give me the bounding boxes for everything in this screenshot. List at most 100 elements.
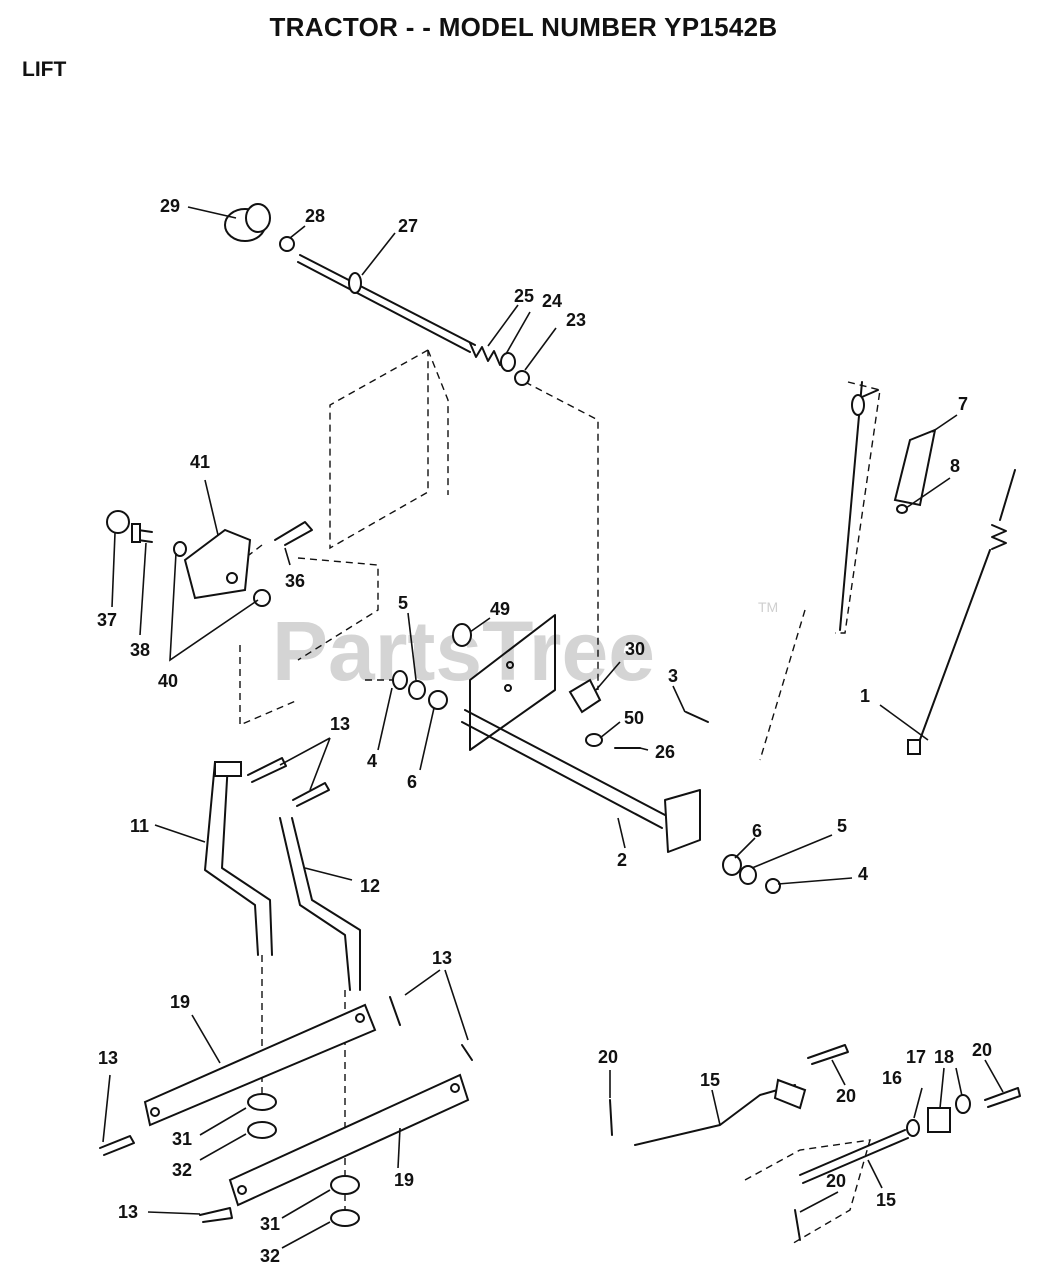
callout-6b: 6 bbox=[752, 821, 762, 841]
part-quadrant-41 bbox=[183, 528, 252, 600]
part-lift-link-11 bbox=[204, 761, 273, 956]
part-clip-20c bbox=[984, 1087, 1021, 1108]
part-bearing-6a bbox=[428, 690, 448, 710]
callout-19a: 19 bbox=[170, 992, 190, 1012]
callout-5a: 5 bbox=[398, 593, 408, 613]
callout-27: 27 bbox=[398, 216, 418, 236]
callout-32b: 32 bbox=[260, 1246, 280, 1266]
part-clip-13b bbox=[389, 996, 473, 1061]
callout-2: 2 bbox=[617, 850, 627, 870]
part-spring-25 bbox=[469, 342, 501, 366]
part-bolt-38 bbox=[131, 523, 153, 543]
part-pin-3 bbox=[685, 711, 709, 723]
part-rod-15b bbox=[799, 1129, 909, 1184]
part-rod-15a bbox=[634, 1078, 807, 1146]
callout-labels: 29 28 27 25 24 23 41 37 38 40 36 5 4 6 4… bbox=[97, 196, 992, 1266]
callout-8: 8 bbox=[950, 456, 960, 476]
callout-32a: 32 bbox=[172, 1160, 192, 1180]
part-nut-32a bbox=[247, 1121, 277, 1139]
callout-7: 7 bbox=[958, 394, 968, 414]
callout-26: 26 bbox=[655, 742, 675, 762]
part-lift-arm-19b bbox=[228, 1073, 470, 1207]
callout-36: 36 bbox=[285, 571, 305, 591]
callout-13d: 13 bbox=[118, 1202, 138, 1222]
callout-4b: 4 bbox=[858, 864, 868, 884]
part-pin-36 bbox=[274, 521, 313, 546]
callout-28: 28 bbox=[305, 206, 325, 226]
part-clip-50 bbox=[585, 733, 603, 747]
part-ring-37 bbox=[106, 510, 130, 534]
part-threaded-rod-27 bbox=[297, 254, 476, 353]
part-spring-8 bbox=[896, 504, 908, 514]
callout-29: 29 bbox=[160, 196, 180, 216]
callout-20b: 20 bbox=[836, 1086, 856, 1106]
part-clip-13a bbox=[247, 757, 330, 807]
part-shaft-2 bbox=[461, 709, 701, 853]
part-block-17 bbox=[927, 1107, 951, 1133]
part-lever bbox=[839, 381, 879, 631]
callout-30: 30 bbox=[625, 639, 645, 659]
part-clip-20a bbox=[609, 1099, 613, 1136]
callout-4a: 4 bbox=[367, 751, 377, 771]
callout-20d: 20 bbox=[826, 1171, 846, 1191]
part-lift-link-12 bbox=[279, 817, 361, 991]
callout-5b: 5 bbox=[837, 816, 847, 836]
callout-15a: 15 bbox=[700, 1070, 720, 1090]
part-cable-1 bbox=[907, 469, 1016, 755]
part-bearing-6b bbox=[722, 854, 742, 876]
part-knob-29 bbox=[224, 203, 271, 242]
callout-20a: 20 bbox=[598, 1047, 618, 1067]
part-washer-24 bbox=[500, 352, 516, 372]
callout-13a: 13 bbox=[330, 714, 350, 734]
watermark-tm: TM bbox=[758, 599, 778, 615]
callout-24: 24 bbox=[542, 291, 562, 311]
part-ring-4b bbox=[765, 878, 781, 894]
callout-25: 25 bbox=[514, 286, 534, 306]
callout-40: 40 bbox=[158, 671, 178, 691]
callout-19b: 19 bbox=[394, 1170, 414, 1190]
section-label: LIFT bbox=[22, 58, 67, 81]
callout-37: 37 bbox=[97, 610, 117, 630]
page-title: TRACTOR - - MODEL NUMBER YP1542B bbox=[269, 12, 778, 42]
callout-12: 12 bbox=[360, 876, 380, 896]
part-spring-31b bbox=[330, 1175, 360, 1195]
part-washer-40b bbox=[253, 589, 271, 607]
callout-17: 17 bbox=[906, 1047, 926, 1067]
part-spring-31a bbox=[247, 1093, 277, 1111]
part-ring-4a bbox=[392, 670, 408, 690]
part-washer-40a bbox=[173, 541, 187, 557]
part-washer-5a bbox=[408, 680, 426, 700]
part-bushing-30 bbox=[568, 678, 602, 714]
part-nut-32b bbox=[330, 1209, 360, 1227]
callout-13c: 13 bbox=[98, 1048, 118, 1068]
callout-31b: 31 bbox=[260, 1214, 280, 1234]
callout-16: 16 bbox=[882, 1068, 902, 1088]
callout-15b: 15 bbox=[876, 1190, 896, 1210]
callout-13b: 13 bbox=[432, 948, 452, 968]
part-clip-13d bbox=[199, 1207, 233, 1223]
part-clip-20d bbox=[794, 1209, 801, 1241]
part-washer-16 bbox=[906, 1119, 920, 1137]
part-washer-5b bbox=[739, 865, 757, 885]
part-clip-13c bbox=[99, 1135, 135, 1156]
callout-49: 49 bbox=[490, 599, 510, 619]
callout-23: 23 bbox=[566, 310, 586, 330]
callout-11: 11 bbox=[130, 816, 149, 836]
callout-50: 50 bbox=[624, 708, 644, 728]
assembly-lines bbox=[209, 349, 881, 1246]
callout-1: 1 bbox=[860, 686, 870, 706]
callout-20c: 20 bbox=[972, 1040, 992, 1060]
part-nut-23 bbox=[514, 370, 530, 386]
callout-18: 18 bbox=[934, 1047, 954, 1067]
part-grip-7 bbox=[893, 428, 937, 507]
callout-41: 41 bbox=[190, 452, 210, 472]
leader-lines bbox=[102, 206, 1004, 1249]
callout-31a: 31 bbox=[172, 1129, 192, 1149]
callout-6a: 6 bbox=[407, 772, 417, 792]
part-nut-18 bbox=[955, 1094, 971, 1114]
part-lift-arm-19a bbox=[143, 1003, 377, 1127]
part-washer-28 bbox=[279, 236, 295, 252]
callout-38: 38 bbox=[130, 640, 150, 660]
part-clip-20b bbox=[807, 1044, 849, 1065]
